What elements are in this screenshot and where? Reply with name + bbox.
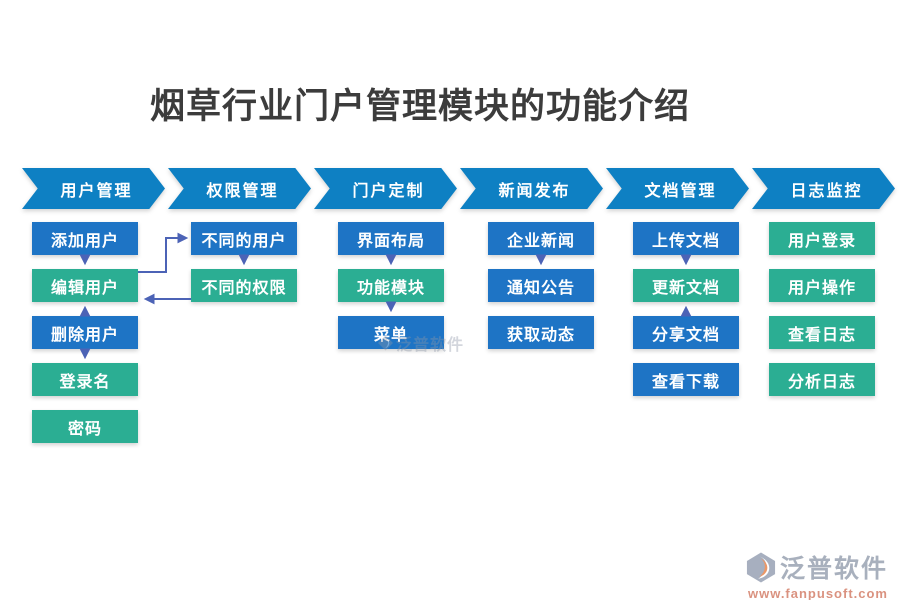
center-watermark-text: 泛普软件 <box>396 337 465 354</box>
feature-box: 编辑用户 <box>32 269 138 302</box>
feature-box: 通知公告 <box>488 269 594 302</box>
feature-box: 获取动态 <box>488 316 594 349</box>
stage-banner-label: 门户定制 <box>314 168 457 209</box>
stage-banner-4: 文档管理 <box>606 168 749 209</box>
stage-banner-0: 用户管理 <box>22 168 165 209</box>
feature-box: 查看下载 <box>633 363 739 396</box>
stage-banner-label: 新闻发布 <box>460 168 603 209</box>
feature-box: 查看日志 <box>769 316 875 349</box>
feature-box: 界面布局 <box>338 222 444 255</box>
feature-box: 企业新闻 <box>488 222 594 255</box>
feature-box: 删除用户 <box>32 316 138 349</box>
stage-banner-label: 权限管理 <box>168 168 311 209</box>
vendor-brand-name: 泛普软件 <box>779 555 888 583</box>
fanpu-logo-icon <box>746 552 776 582</box>
feature-box: 更新文档 <box>633 269 739 302</box>
stage-banner-2: 门户定制 <box>314 168 457 209</box>
page-title: 烟草行业门户管理模块的功能介绍 <box>149 87 690 126</box>
feature-box: 不同的权限 <box>191 269 297 302</box>
feature-box: 登录名 <box>32 363 138 396</box>
feature-box: 上传文档 <box>633 222 739 255</box>
fanpu-logo-icon <box>378 335 393 351</box>
feature-box: 密码 <box>32 410 138 443</box>
arrow-edit-user-to-diff-user <box>138 232 189 273</box>
feature-box: 不同的用户 <box>191 222 297 255</box>
feature-box: 用户登录 <box>769 222 875 255</box>
feature-box: 菜单 <box>338 316 444 349</box>
stage-banner-label: 用户管理 <box>22 168 165 209</box>
stage-banner-1: 权限管理 <box>168 168 311 209</box>
feature-box: 分享文档 <box>633 316 739 349</box>
stage-banner-label: 文档管理 <box>606 168 749 209</box>
vendor-logo: 泛普软件 www.fanpusoft.com <box>746 549 888 600</box>
feature-box: 添加用户 <box>32 222 138 255</box>
center-watermark: 泛普软件 <box>378 331 464 355</box>
feature-box: 用户操作 <box>769 269 875 302</box>
stage-banner-5: 日志监控 <box>752 168 895 209</box>
feature-box: 分析日志 <box>769 363 875 396</box>
feature-box: 功能模块 <box>338 269 444 302</box>
stage-banner-3: 新闻发布 <box>460 168 603 209</box>
vendor-url: www.fanpusoft.com <box>747 586 888 600</box>
stage-banner-label: 日志监控 <box>752 168 895 209</box>
